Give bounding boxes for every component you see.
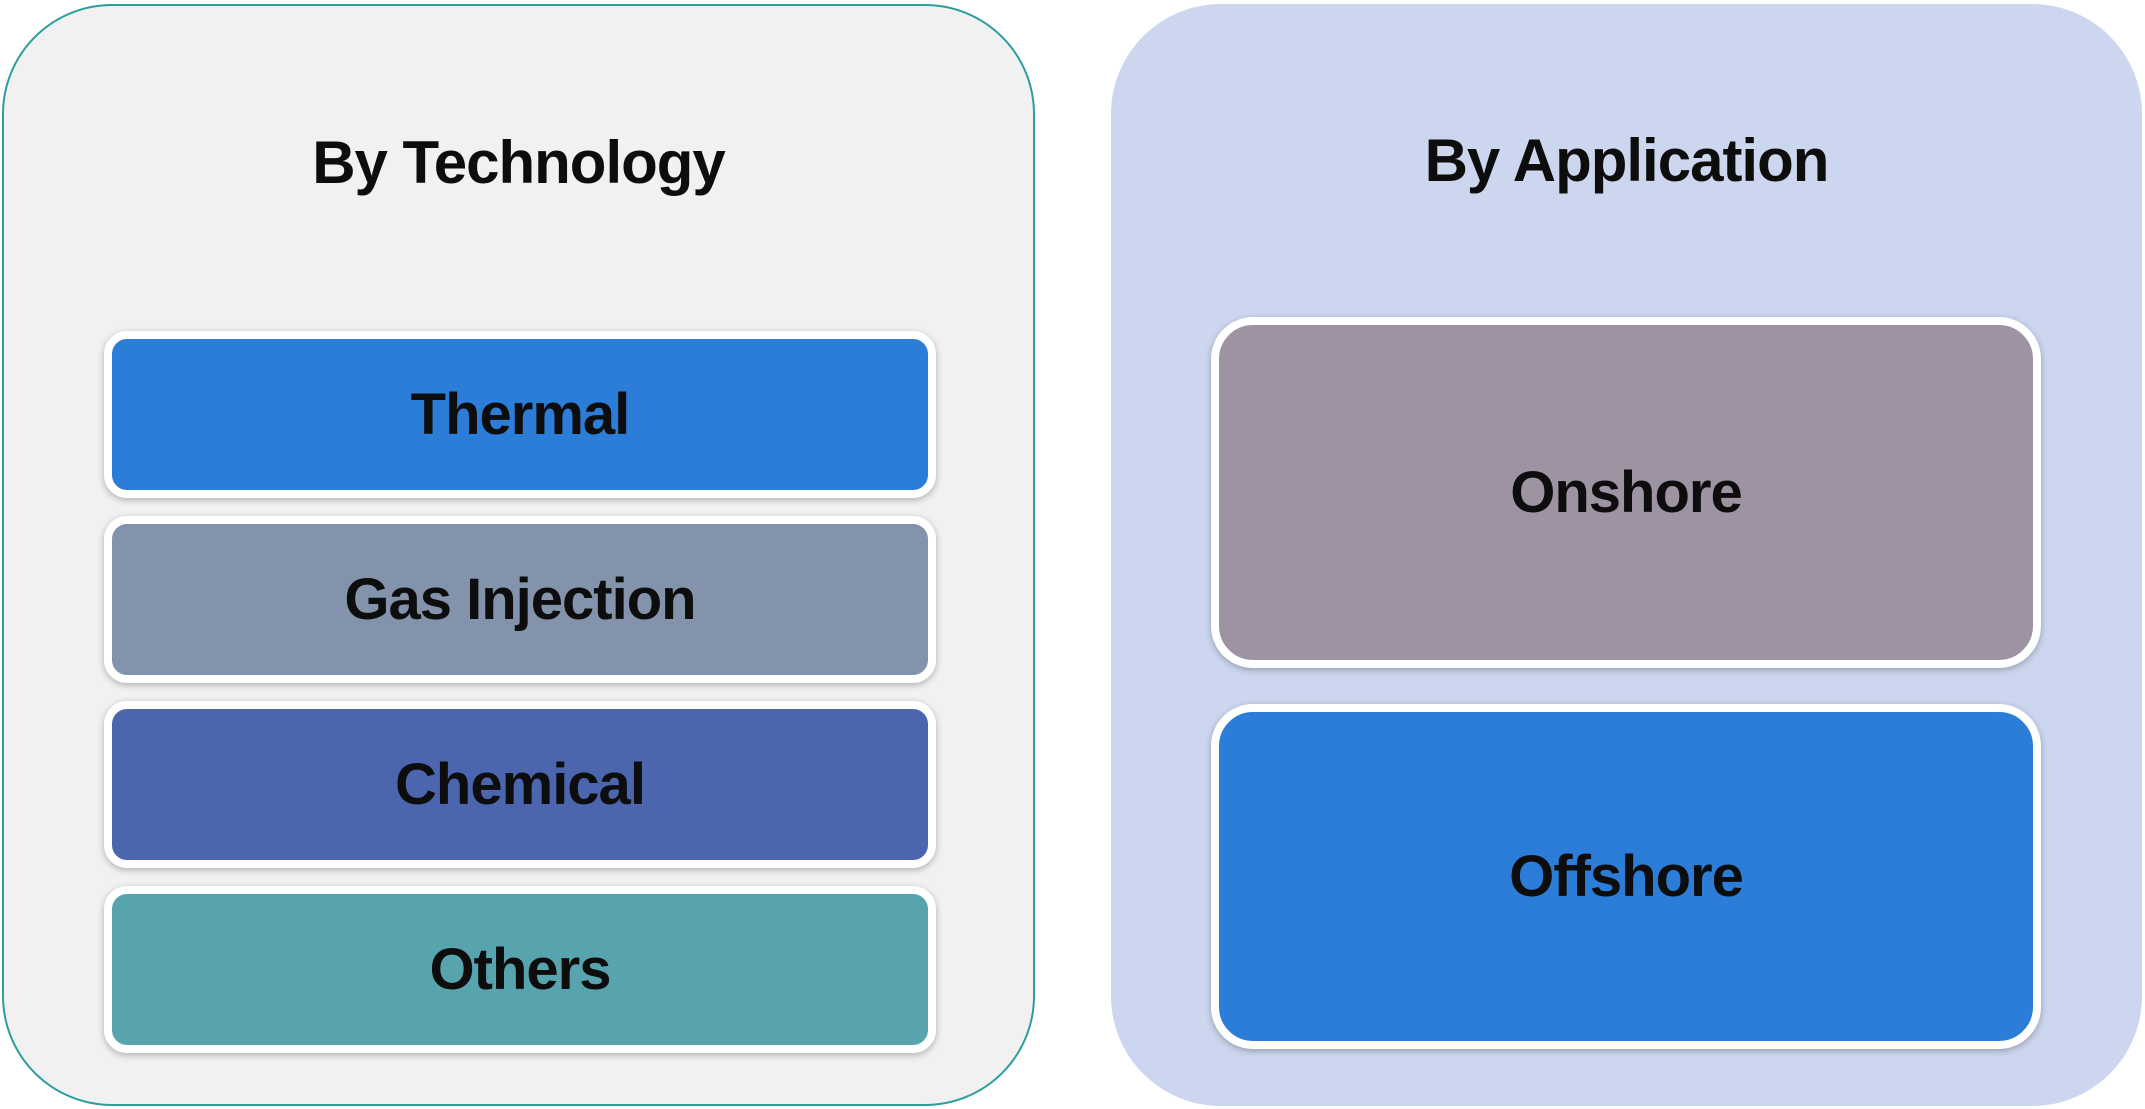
- segment-box-thermal: Thermal: [104, 331, 936, 498]
- segment-label-onshore: Onshore: [1510, 460, 1742, 525]
- segment-label-offshore: Offshore: [1509, 844, 1744, 909]
- segment-box-chemical: Chemical: [104, 701, 936, 868]
- segment-label-chemical: Chemical: [395, 752, 646, 817]
- panel-by-application: By Application Onshore Offshore: [1111, 4, 2142, 1106]
- segment-label-thermal: Thermal: [410, 382, 631, 447]
- technology-box-list: Thermal Gas Injection Chemical Others: [104, 331, 936, 1053]
- segment-label-gas-injection: Gas Injection: [344, 567, 696, 632]
- segment-box-offshore: Offshore: [1211, 704, 2041, 1049]
- application-box-list: Onshore Offshore: [1211, 317, 2041, 1049]
- segment-box-gas-injection: Gas Injection: [104, 516, 936, 683]
- panel-title-by-application: By Application: [1424, 127, 1830, 194]
- segment-box-onshore: Onshore: [1211, 317, 2041, 668]
- panel-by-technology: By Technology Thermal Gas Injection Chem…: [2, 4, 1035, 1106]
- panel-title-by-technology: By Technology: [312, 129, 726, 196]
- segment-box-others: Others: [104, 886, 936, 1053]
- segment-label-others: Others: [429, 937, 612, 1002]
